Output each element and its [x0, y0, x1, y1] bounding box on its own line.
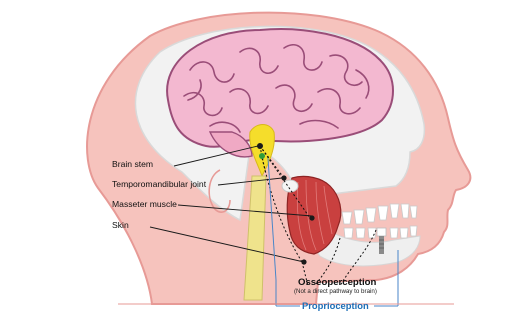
label-osseo-note: (Not a direct pathway to brain) [294, 289, 377, 295]
label-brain-stem: Brain stem [112, 160, 153, 169]
label-tmj: Temporomandibular joint [112, 180, 206, 189]
label-proprioception: Proprioception [302, 301, 369, 310]
label-masseter: Masseter muscle [112, 200, 177, 209]
label-osseoperception: Osseoperception [298, 278, 376, 288]
label-skin: Skin [112, 221, 129, 230]
